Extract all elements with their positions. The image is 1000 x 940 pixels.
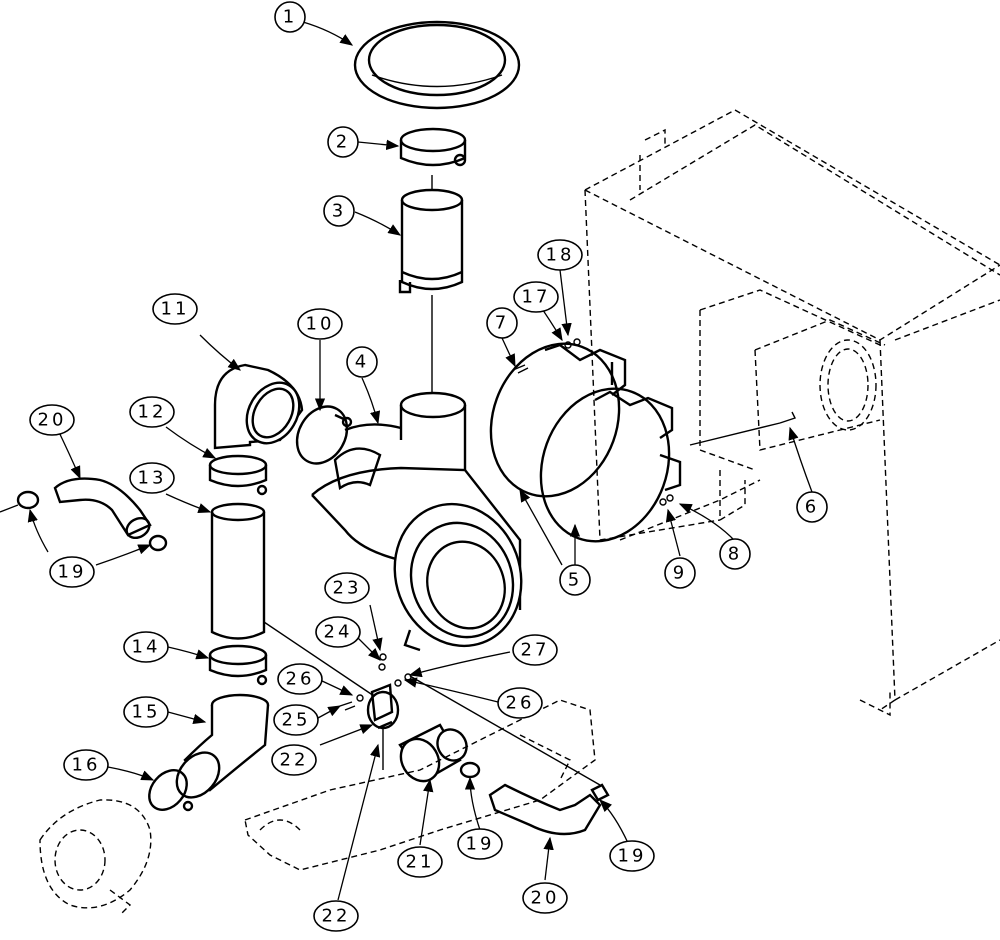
callout-26-right: 26: [497, 687, 543, 719]
callout-4: 4: [346, 346, 378, 378]
callout-16: 16: [63, 749, 109, 781]
svg-text:4: 4: [355, 352, 369, 373]
callout-14: 14: [123, 631, 169, 663]
turbocharger-outline: [39, 799, 152, 916]
svg-text:19: 19: [466, 834, 495, 855]
callout-5: 5: [559, 564, 591, 596]
svg-text:22: 22: [322, 906, 351, 927]
svg-text:23: 23: [333, 578, 362, 599]
svg-text:1: 1: [283, 7, 297, 28]
callout-22-lower: 22: [313, 900, 359, 932]
callout-27: 27: [512, 634, 558, 666]
callout-7: 7: [486, 307, 518, 339]
svg-text:12: 12: [138, 402, 167, 423]
callout-18: 18: [537, 239, 583, 271]
svg-text:26: 26: [506, 693, 535, 714]
callout-23: 23: [324, 572, 370, 604]
callout-6: 6: [796, 491, 828, 523]
part-19-clamp-lower: [459, 761, 481, 779]
part-21-vacuator-valve: [398, 723, 468, 783]
svg-text:16: 16: [72, 755, 101, 776]
part-19-clamp-right: [590, 783, 610, 802]
part-5-mounting-bands: [489, 342, 682, 543]
part-12-clamp: [208, 454, 268, 496]
svg-text:3: 3: [332, 201, 346, 222]
svg-text:20: 20: [531, 888, 560, 909]
hardware-bolts: [339, 338, 796, 711]
svg-text:27: 27: [521, 640, 550, 661]
svg-text:2: 2: [336, 132, 350, 153]
axis-line: [409, 675, 601, 786]
callout-20-lower: 20: [522, 882, 568, 914]
callout-10: 10: [297, 308, 343, 340]
callout-3: 3: [323, 195, 355, 227]
svg-text:9: 9: [673, 563, 687, 584]
svg-text:8: 8: [728, 544, 742, 565]
svg-text:19: 19: [618, 846, 647, 867]
leader-arrows: [27, 21, 813, 901]
part-20-hose-lower: [488, 783, 602, 836]
callout-25: 25: [273, 704, 319, 736]
svg-text:7: 7: [495, 313, 509, 334]
svg-text:19: 19: [58, 562, 87, 583]
part-13-tube: [210, 502, 266, 640]
svg-text:10: 10: [306, 314, 335, 335]
svg-text:6: 6: [805, 497, 819, 518]
callout-12: 12: [129, 396, 175, 428]
svg-text:15: 15: [132, 702, 161, 723]
part-4-air-cleaner-body: [311, 391, 523, 652]
callout-17: 17: [513, 281, 559, 313]
callout-9: 9: [664, 557, 696, 589]
callout-19-right: 19: [609, 840, 655, 872]
part-15-elbow: [175, 693, 270, 799]
callout-24: 24: [315, 616, 361, 648]
callout-15: 15: [123, 696, 169, 728]
engine-block-outline: [244, 699, 596, 871]
part-11-elbow: [213, 363, 304, 450]
callout-21: 21: [397, 846, 443, 878]
svg-text:25: 25: [282, 710, 311, 731]
callout-13: 13: [129, 462, 175, 494]
support-frame-outline: [584, 109, 1000, 717]
part-19-clamp-upper-right: [148, 534, 168, 552]
part-19-clamp-upper-left: [0, 490, 40, 513]
callout-11: 11: [152, 293, 198, 325]
part-22-bracket: [366, 683, 400, 730]
callout-22-upper: 22: [271, 744, 317, 776]
callout-20-upper: 20: [29, 404, 75, 436]
callout-2: 2: [327, 126, 359, 158]
svg-text:5: 5: [568, 570, 582, 591]
part-1-cap: [353, 20, 521, 110]
svg-text:18: 18: [546, 245, 575, 266]
svg-text:13: 13: [138, 468, 167, 489]
svg-text:21: 21: [406, 852, 435, 873]
part-2-clamp: [399, 127, 467, 167]
svg-text:17: 17: [522, 287, 551, 308]
callout-1: 1: [274, 1, 306, 33]
svg-text:22: 22: [280, 750, 309, 771]
part-16-clamp: [148, 769, 194, 812]
part-10-clamp: [295, 405, 353, 465]
callout-19-lower: 19: [457, 828, 503, 860]
part-14-clamp: [208, 644, 268, 686]
axis-line: [263, 621, 381, 701]
part-3-inner-element: [398, 188, 464, 294]
svg-text:20: 20: [38, 410, 67, 431]
callout-8: 8: [719, 538, 751, 570]
svg-text:11: 11: [161, 299, 190, 320]
callout-19-upper: 19: [49, 556, 95, 588]
svg-text:14: 14: [132, 637, 161, 658]
callout-26-left: 26: [277, 663, 323, 695]
svg-text:26: 26: [286, 669, 315, 690]
svg-text:24: 24: [324, 622, 353, 643]
